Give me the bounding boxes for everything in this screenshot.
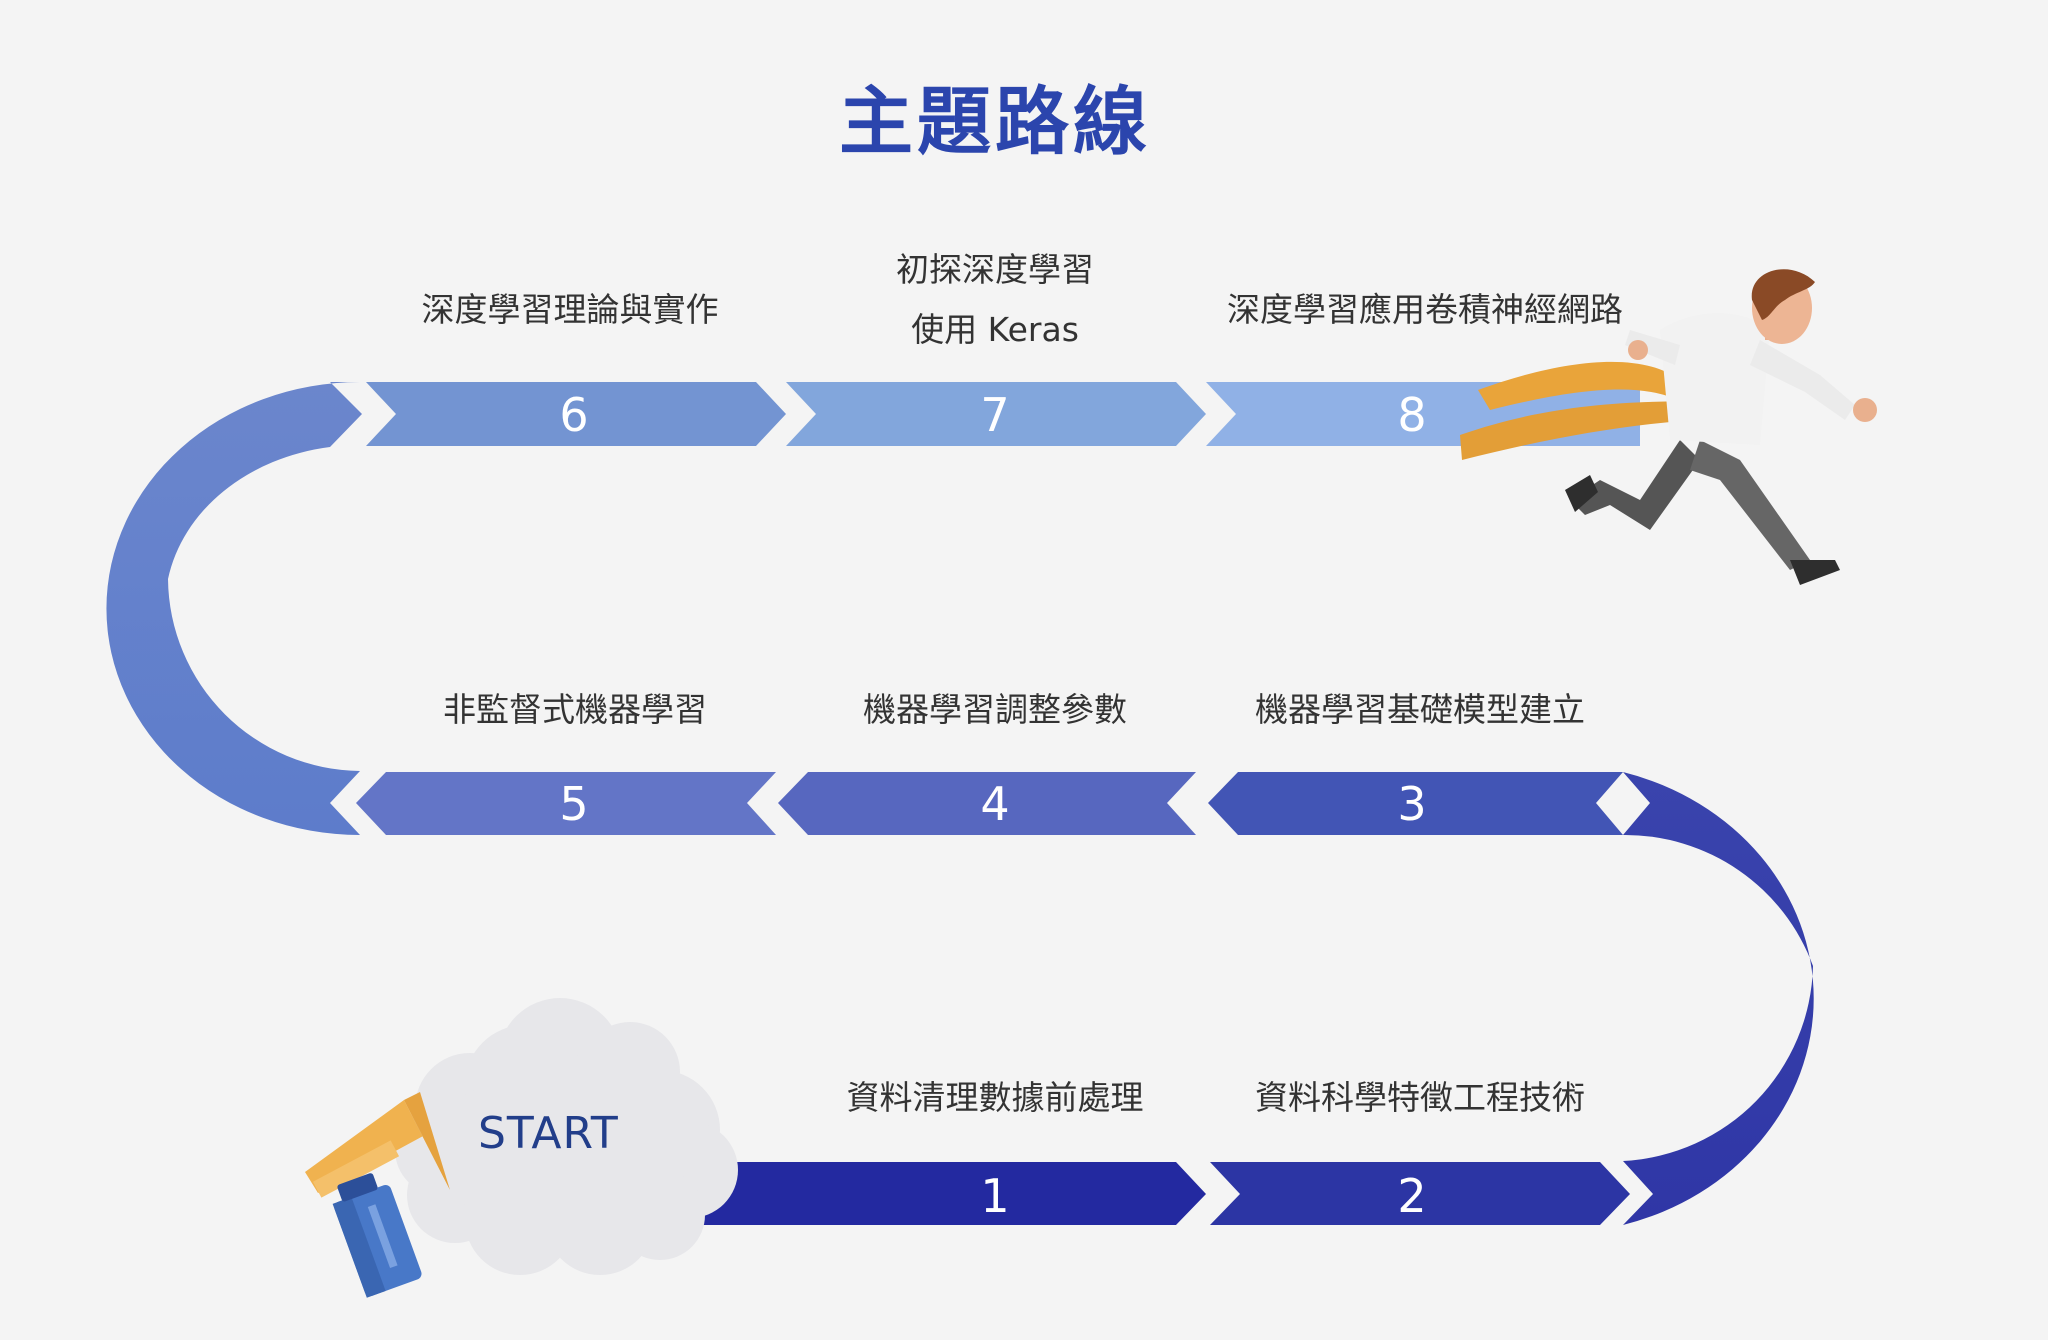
step-8-number: 8 xyxy=(1397,388,1426,442)
step-2-chevron xyxy=(1210,1162,1630,1225)
runner-finish-icon xyxy=(1460,269,1877,585)
step-4-number: 4 xyxy=(980,777,1009,831)
step-7-label-line2: 使用 Keras xyxy=(911,310,1079,349)
step-4-label: 機器學習調整參數 xyxy=(863,690,1127,729)
step-7-chevron xyxy=(786,382,1206,446)
start-label: START xyxy=(478,1108,619,1159)
left-curve xyxy=(106,382,362,835)
step-1-number: 1 xyxy=(980,1169,1009,1223)
step-6-label: 深度學習理論與實作 xyxy=(421,290,719,329)
step-7-number: 7 xyxy=(980,388,1009,442)
page-title: 主題路線 xyxy=(839,79,1151,165)
step-2-label: 資料科學特徵工程技術 xyxy=(1255,1078,1585,1117)
step-1-chevron xyxy=(680,1162,1206,1225)
step-3-label: 機器學習基礎模型建立 xyxy=(1255,690,1585,729)
step-4-chevron xyxy=(778,772,1196,835)
step-6-chevron xyxy=(366,382,786,446)
step-6-number: 6 xyxy=(559,388,588,442)
step-3-chevron xyxy=(1208,772,1623,835)
air-horn-icon xyxy=(305,1092,450,1298)
step-7-label-line1: 初探深度學習 xyxy=(896,250,1094,289)
step-2-number: 2 xyxy=(1397,1169,1426,1223)
step-8-label: 深度學習應用卷積神經網路 xyxy=(1227,290,1623,329)
step-5-number: 5 xyxy=(559,777,588,831)
step-3-number: 3 xyxy=(1397,777,1426,831)
cloud-icon xyxy=(395,998,738,1275)
step-5-label: 非監督式機器學習 xyxy=(443,690,707,729)
right-curve xyxy=(1623,772,1814,1225)
step-1-label: 資料清理數據前處理 xyxy=(846,1078,1144,1117)
step-5-chevron xyxy=(356,772,776,835)
